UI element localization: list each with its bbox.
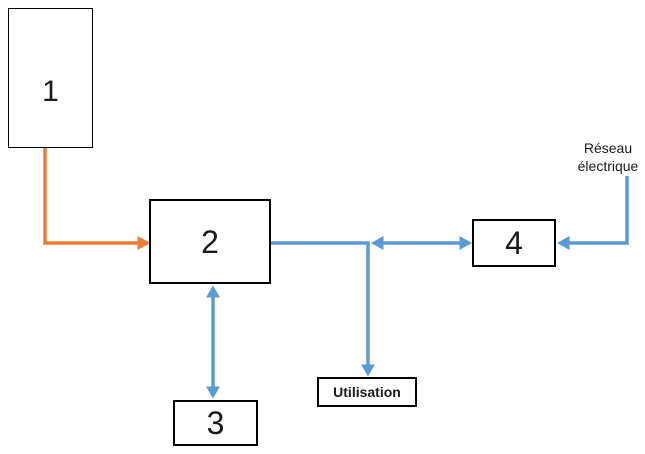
reseau-electrique-label: Réseau électrique: [577, 140, 639, 174]
connector-reseau-to-4-line: [569, 176, 629, 245]
connector-junction-to-utilisation-arrowhead: [361, 364, 375, 377]
box-2: 2: [149, 199, 271, 284]
connector-junction-4-arrowhead-right: [459, 236, 472, 250]
box-2-label: 2: [201, 223, 219, 260]
connector-junction-4-arrowhead-left: [371, 236, 384, 250]
connector-1-to-2-line: [43, 148, 138, 245]
box-1-label: 1: [42, 75, 59, 108]
box-4-label: 4: [505, 225, 523, 261]
connector-2-3-arrowhead-down: [206, 386, 220, 399]
connector-reseau-to-4-arrowhead: [557, 236, 570, 250]
box-3-label: 3: [206, 405, 225, 441]
box-3: 3: [173, 400, 258, 446]
box-1-solar-panel: 1: [8, 8, 93, 148]
utilisation-label: Utilisation: [333, 384, 401, 400]
connector-2-3-arrowhead-up: [206, 285, 220, 298]
box-4: 4: [472, 219, 556, 267]
utilisation-box: Utilisation: [317, 377, 417, 407]
